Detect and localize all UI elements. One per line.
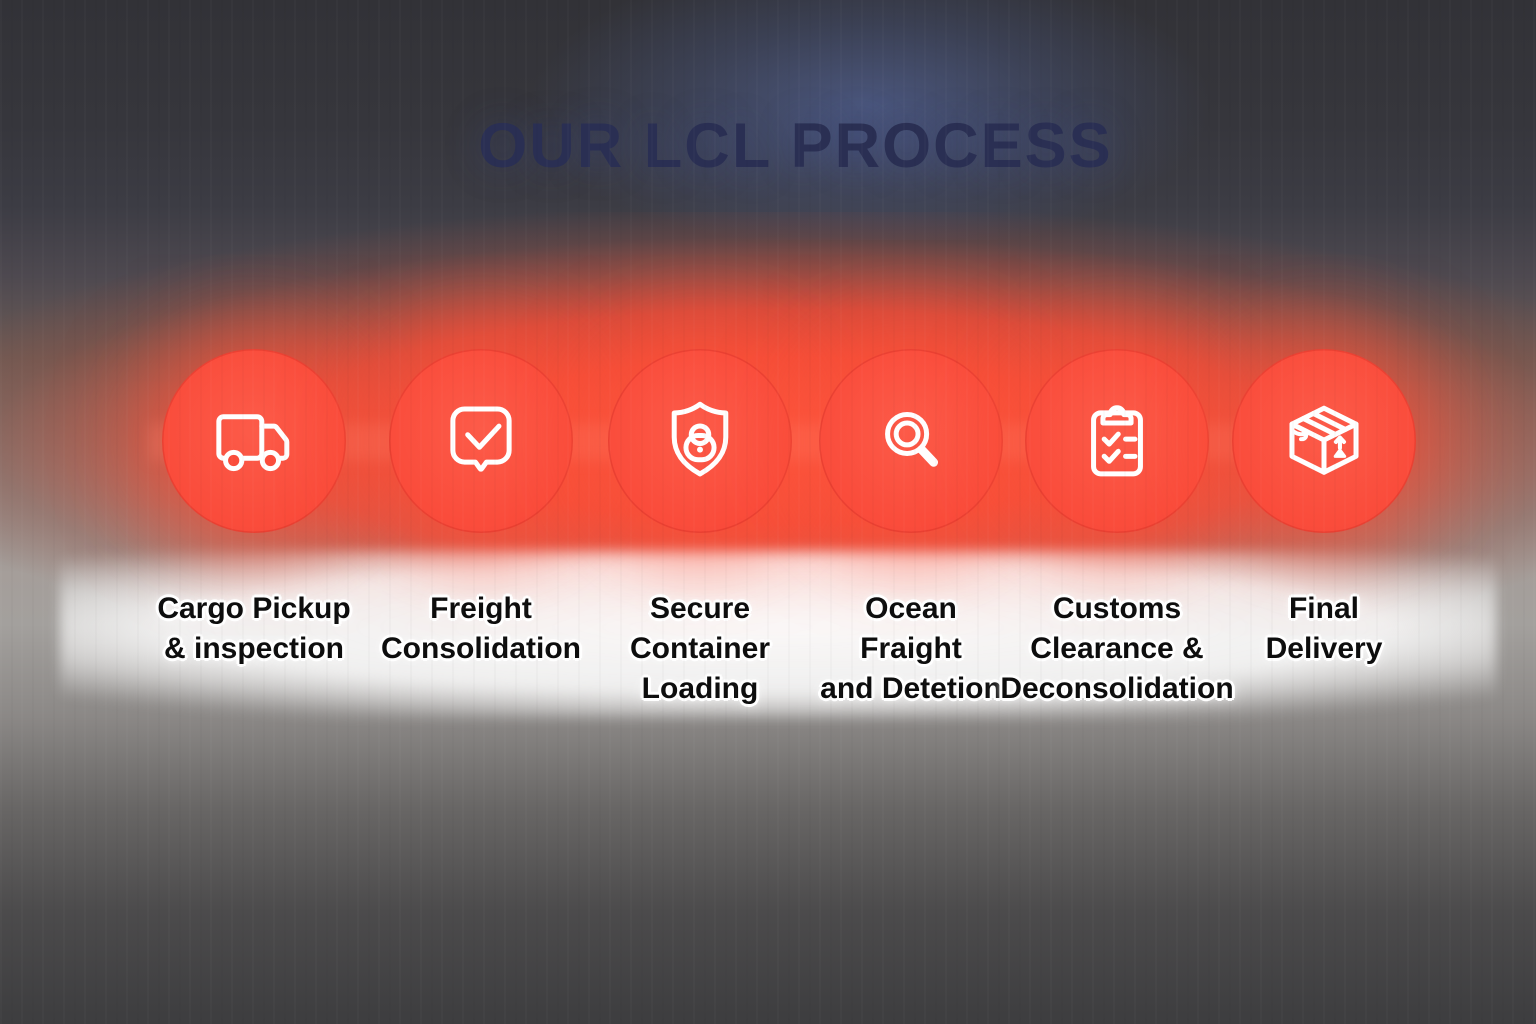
process-step-secure-container-loading: Secure Container Loading (560, 349, 840, 709)
step-label: Freight Consolidation (341, 589, 621, 669)
label-line: Cargo Pickup (157, 592, 351, 625)
clipboard-checklist-icon (1091, 405, 1143, 477)
title-blue-glow (530, 0, 1210, 240)
step-circle (1025, 349, 1209, 533)
label-line: Customs (1052, 592, 1182, 625)
label-line: Loading (641, 672, 759, 705)
step-circle (162, 349, 346, 533)
process-step-customs-clearance: Customs Clearance & Deconsolidation (977, 349, 1257, 709)
step-circle (389, 349, 573, 533)
label-line: Consolidation (381, 632, 581, 665)
label-white-glow (60, 550, 1496, 718)
step-label: Final Delivery (1184, 589, 1464, 669)
label-line: Delivery (1265, 632, 1383, 665)
checkmark-bubble-icon (450, 406, 512, 472)
label-line: Fraight (860, 632, 962, 665)
shield-lock-icon (671, 401, 729, 477)
process-step-freight-consolidation: Freight Consolidation (341, 349, 621, 669)
process-step-cargo-pickup: Cargo Pickup & inspection (114, 349, 394, 669)
label-line: and Detetion (820, 672, 1002, 705)
step-circle (608, 349, 792, 533)
label-line: & inspection (163, 632, 344, 665)
label-line: Clearance & (1030, 632, 1204, 665)
package-box-icon (1289, 405, 1359, 475)
step-label: Cargo Pickup & inspection (114, 589, 394, 669)
label-line: Container (629, 632, 770, 665)
label-line: Secure (649, 592, 751, 625)
label-line: Ocean (865, 592, 957, 625)
page-title: OUR LCL PROCESS (478, 111, 1113, 181)
step-circle (819, 349, 1003, 533)
process-step-final-delivery: Final Delivery (1184, 349, 1464, 669)
step-label: Ocean Fraight and Detetion (771, 589, 1051, 709)
label-line: Deconsolidation (1000, 672, 1234, 705)
truck-icon (216, 414, 290, 472)
step-label: Customs Clearance & Deconsolidation (977, 589, 1257, 709)
process-step-ocean-freight: Ocean Fraight and Detetion (771, 349, 1051, 709)
label-line: Freight (430, 592, 532, 625)
step-circle (1232, 349, 1416, 533)
label-line: Final (1288, 592, 1359, 625)
step-label: Secure Container Loading (560, 589, 840, 709)
magnifier-icon (885, 411, 939, 467)
